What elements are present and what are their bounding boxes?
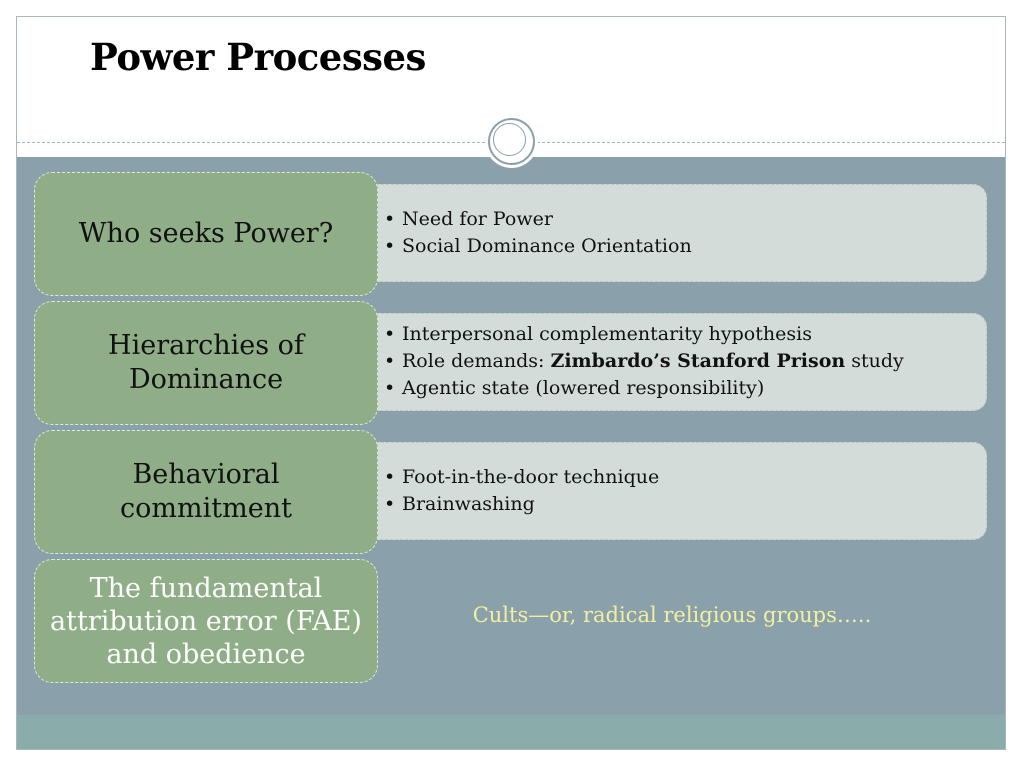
- ornament-outer-ring: [488, 118, 535, 165]
- circle-ornament-icon: [485, 115, 538, 168]
- bullet-item: Interpersonal complementarity hypothesis: [384, 321, 904, 348]
- bullet-item: Agentic state (lowered responsibility): [384, 375, 904, 402]
- bullet-item: Need for Power: [384, 206, 692, 233]
- bullet-item: Brainwashing: [384, 491, 659, 518]
- topic-box-who-seeks-power: Who seeks Power?: [34, 172, 378, 296]
- slide-title: Power Processes: [90, 35, 426, 79]
- topic-label: Hierarchies of Dominance: [108, 330, 304, 395]
- bullet-item: Social Dominance Orientation: [384, 233, 692, 260]
- topic-label: The fundamental attribution error (FAE) …: [50, 572, 362, 670]
- bullet-item: Foot-in-the-door technique: [384, 464, 659, 491]
- topic-box-hierarchies: Hierarchies of Dominance: [34, 301, 378, 425]
- footer-band: [17, 715, 1005, 749]
- ornament-inner-ring: [493, 123, 526, 156]
- bullet-list: Foot-in-the-door technique Brainwashing: [384, 464, 659, 518]
- topic-label: Behavioral commitment: [120, 459, 292, 524]
- bullet-list: Interpersonal complementarity hypothesis…: [384, 321, 904, 402]
- topic-box-behavioral-commitment: Behavioral commitment: [34, 430, 378, 554]
- bullet-item-role-demands: Role demands: Zimbardo’s Stanford Prison…: [384, 348, 904, 375]
- slide: Power Processes Need for Power Social Do…: [16, 16, 1006, 750]
- cults-note: Cults—or, radical religious groups…..: [472, 603, 872, 627]
- bullet-text-prefix: Role demands:: [402, 350, 551, 372]
- topic-label: Who seeks Power?: [78, 218, 334, 249]
- topic-box-fae: The fundamental attribution error (FAE) …: [34, 559, 378, 683]
- bullet-text-bold: Zimbardo’s Stanford Prison: [550, 350, 846, 372]
- bullet-list: Need for Power Social Dominance Orientat…: [384, 206, 692, 260]
- detail-box-hierarchies: Interpersonal complementarity hypothesis…: [357, 313, 987, 411]
- detail-box-who-seeks-power: Need for Power Social Dominance Orientat…: [357, 184, 987, 282]
- bullet-text-suffix: study: [845, 350, 904, 372]
- detail-box-behavioral-commitment: Foot-in-the-door technique Brainwashing: [357, 442, 987, 540]
